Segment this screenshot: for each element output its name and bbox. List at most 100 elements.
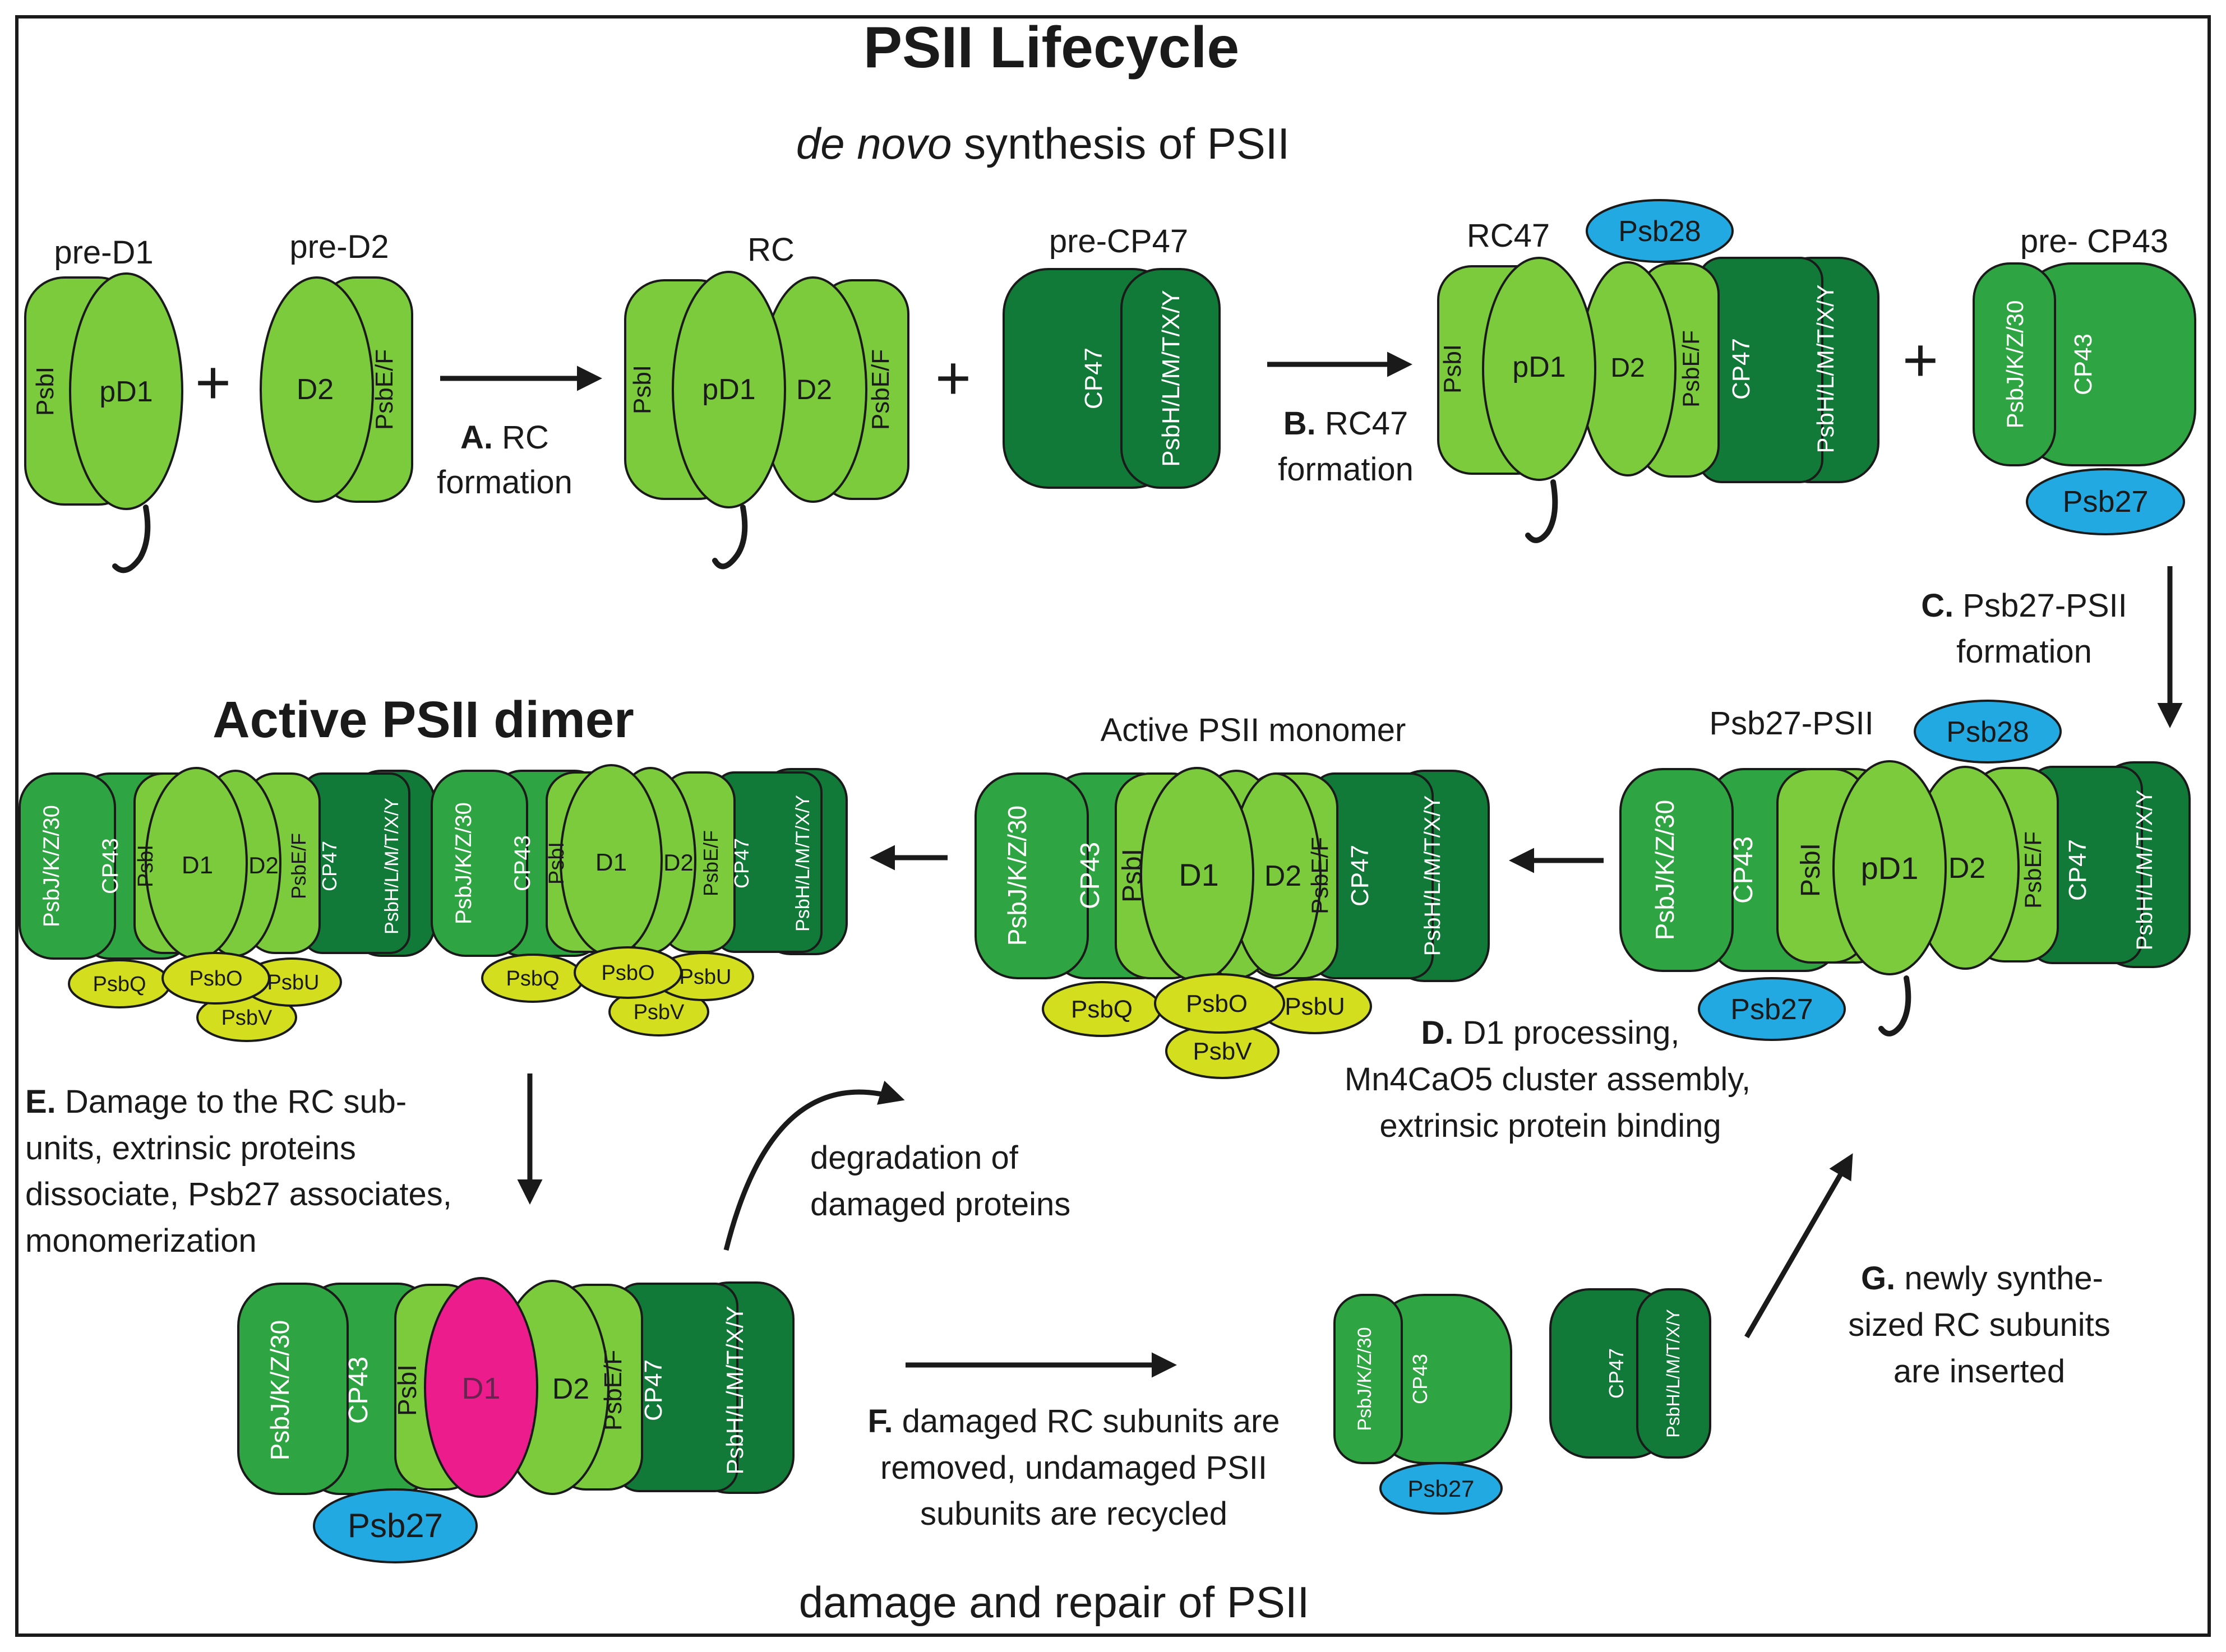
svg-text:PsbO: PsbO bbox=[1186, 990, 1248, 1017]
svg-text:D1: D1 bbox=[182, 852, 213, 879]
arrow-g bbox=[1744, 1153, 1853, 1339]
svg-text:dissociate, Psb27 associates,: dissociate, Psb27 associates, bbox=[25, 1176, 452, 1213]
svg-text:PsbV: PsbV bbox=[1193, 1038, 1252, 1065]
svg-text:CP47: CP47 bbox=[318, 841, 341, 891]
svg-text:D1: D1 bbox=[461, 1372, 500, 1405]
step-c-caption: C. Psb27-PSII formation bbox=[1921, 587, 2127, 670]
svg-text:PsbE/F: PsbE/F bbox=[2020, 831, 2046, 909]
svg-text:G. newly synthe-: G. newly synthe- bbox=[1861, 1260, 2103, 1297]
svg-text:CP43: CP43 bbox=[344, 1357, 373, 1424]
svg-text:pre-D1: pre-D1 bbox=[54, 234, 153, 271]
svg-text:Psb27-PSII: Psb27-PSII bbox=[1709, 705, 1873, 742]
svg-text:PsbE/F: PsbE/F bbox=[287, 833, 310, 899]
svg-text:PsbH/L/M/T/X/Y: PsbH/L/M/T/X/Y bbox=[1420, 795, 1445, 956]
active-psii-dimer: PsbJ/K/Z/30 CP43 PsbI D1 D2 PsbE/F CP47 … bbox=[19, 764, 848, 1042]
svg-text:pD1: pD1 bbox=[99, 376, 153, 408]
svg-text:formation: formation bbox=[1278, 451, 1414, 488]
svg-text:C. Psb27-PSII: C. Psb27-PSII bbox=[1921, 587, 2127, 624]
svg-text:Active PSII monomer: Active PSII monomer bbox=[1101, 712, 1406, 748]
svg-text:subunits are recycled: subunits are recycled bbox=[920, 1496, 1227, 1532]
svg-text:PsbE/F: PsbE/F bbox=[371, 349, 398, 430]
plus-2: + bbox=[935, 344, 971, 413]
svg-text:F. damaged RC subunits are: F. damaged RC subunits are bbox=[867, 1403, 1280, 1440]
svg-text:PsbQ: PsbQ bbox=[1071, 996, 1133, 1023]
svg-text:PsbU: PsbU bbox=[680, 965, 732, 989]
svg-text:D2: D2 bbox=[663, 849, 694, 876]
svg-text:PsbE/F: PsbE/F bbox=[699, 830, 722, 896]
svg-text:CP47: CP47 bbox=[730, 838, 753, 889]
step-d-caption: D. D1 processing, Mn4CaO5 cluster assemb… bbox=[1345, 1015, 1751, 1144]
svg-text:E. Damage to the RC sub-: E. Damage to the RC sub- bbox=[25, 1084, 407, 1120]
svg-text:PsbE/F: PsbE/F bbox=[1306, 837, 1333, 914]
svg-text:A. RC: A. RC bbox=[460, 419, 549, 456]
svg-text:PsbI: PsbI bbox=[545, 842, 569, 885]
svg-text:PsbH/L/M/T/X/Y: PsbH/L/M/T/X/Y bbox=[2132, 790, 2157, 951]
svg-text:PsbH/L/M/T/X/Y: PsbH/L/M/T/X/Y bbox=[1812, 284, 1839, 453]
pre-d2-complex: pre-D2 D2 PsbE/F bbox=[260, 229, 413, 503]
svg-text:D2: D2 bbox=[1264, 860, 1301, 892]
svg-text:damaged proteins: damaged proteins bbox=[810, 1186, 1070, 1223]
svg-text:pre-CP47: pre-CP47 bbox=[1049, 223, 1188, 260]
svg-text:pD1: pD1 bbox=[702, 373, 755, 406]
svg-text:PsbE/F: PsbE/F bbox=[599, 1350, 627, 1431]
active-dimer-title: Active PSII dimer bbox=[213, 691, 634, 748]
svg-text:degradation of: degradation of bbox=[810, 1140, 1019, 1176]
svg-text:PsbE/F: PsbE/F bbox=[867, 349, 894, 430]
svg-text:D2: D2 bbox=[796, 374, 832, 405]
svg-text:CP47: CP47 bbox=[2064, 839, 2091, 901]
degradation-caption: degradation of damaged proteins bbox=[810, 1140, 1070, 1223]
svg-text:CP47: CP47 bbox=[1728, 338, 1755, 400]
svg-text:RC47: RC47 bbox=[1467, 218, 1550, 254]
svg-text:PsbI: PsbI bbox=[1796, 843, 1826, 897]
svg-text:monomerization: monomerization bbox=[25, 1223, 257, 1259]
active-psii-monomer: Active PSII monomer PsbJ/K/Z/30 CP43 Psb… bbox=[975, 712, 1490, 1079]
pre-d1-complex: pre-D1 PsbI pD1 bbox=[24, 234, 183, 573]
svg-text:pre- CP43: pre- CP43 bbox=[2020, 223, 2168, 260]
svg-text:PsbJ/K/Z/30: PsbJ/K/Z/30 bbox=[1003, 806, 1032, 946]
svg-text:CP43: CP43 bbox=[1075, 842, 1105, 909]
svg-text:PsbQ: PsbQ bbox=[93, 973, 146, 996]
svg-text:CP43: CP43 bbox=[1729, 836, 1758, 904]
rc-complex: RC PsbI pD1 D2 PsbE/F bbox=[624, 232, 909, 570]
svg-text:PsbH/L/M/T/X/Y: PsbH/L/M/T/X/Y bbox=[722, 1306, 748, 1474]
svg-text:CP43: CP43 bbox=[2070, 334, 2097, 395]
recycled-cp47-module: CP47 PsbH/L/M/T/X/Y bbox=[1549, 1288, 1711, 1459]
svg-text:PsbH/L/M/T/X/Y: PsbH/L/M/T/X/Y bbox=[1157, 290, 1185, 466]
svg-text:RC: RC bbox=[747, 232, 795, 268]
svg-text:CP43: CP43 bbox=[98, 838, 123, 894]
svg-text:formation: formation bbox=[1956, 633, 2092, 670]
svg-text:D. D1 processing,: D. D1 processing, bbox=[1421, 1015, 1680, 1051]
svg-text:pD1: pD1 bbox=[1512, 351, 1565, 383]
svg-text:formation: formation bbox=[437, 464, 572, 501]
step-b-caption: B. RC47 formation bbox=[1278, 405, 1414, 488]
svg-text:Psb27: Psb27 bbox=[348, 1507, 443, 1544]
plus-3: + bbox=[1902, 326, 1938, 395]
damaged-psii-monomer: PsbJ/K/Z/30 CP43 PsbI D1 D2 PsbE/F CP47 … bbox=[237, 1277, 795, 1563]
svg-text:CP43: CP43 bbox=[510, 835, 535, 891]
svg-text:Psb28: Psb28 bbox=[1946, 716, 2029, 748]
svg-text:Mn4CaO5 cluster assembly,: Mn4CaO5 cluster assembly, bbox=[1345, 1061, 1751, 1098]
svg-text:PsbV: PsbV bbox=[634, 1001, 685, 1024]
psb27-psii-complex: Psb27-PSII PsbJ/K/Z/30 CP43 PsbI pD1 D2 … bbox=[1619, 700, 2191, 1041]
recycled-cp43-module: PsbJ/K/Z/30 CP43 Psb27 bbox=[1333, 1294, 1512, 1515]
svg-text:PsbU: PsbU bbox=[267, 971, 320, 994]
svg-text:D2: D2 bbox=[297, 373, 334, 406]
svg-text:PsbH/L/M/T/X/Y: PsbH/L/M/T/X/Y bbox=[381, 798, 403, 934]
plus-1: + bbox=[195, 348, 231, 417]
svg-text:Psb27: Psb27 bbox=[1730, 993, 1813, 1026]
svg-text:pre-D2: pre-D2 bbox=[289, 229, 389, 265]
pre-cp43-complex: pre- CP43 PsbJ/K/Z/30 CP43 Psb27 bbox=[1973, 223, 2196, 535]
svg-text:pD1: pD1 bbox=[1861, 850, 1919, 886]
svg-text:B. RC47: B. RC47 bbox=[1283, 405, 1408, 442]
svg-text:removed, undamaged PSII: removed, undamaged PSII bbox=[880, 1450, 1267, 1486]
step-a-caption: A. RC formation bbox=[437, 419, 572, 501]
svg-text:PsbJ/K/Z/30: PsbJ/K/Z/30 bbox=[39, 805, 64, 927]
svg-text:CP47: CP47 bbox=[1346, 845, 1374, 906]
svg-text:PsbI: PsbI bbox=[1439, 344, 1466, 394]
svg-text:D2: D2 bbox=[1948, 852, 1985, 885]
svg-text:PsbH/L/M/T/X/Y: PsbH/L/M/T/X/Y bbox=[792, 795, 814, 932]
svg-text:PsbH/L/M/T/X/Y: PsbH/L/M/T/X/Y bbox=[1663, 1309, 1683, 1437]
page-title: PSII Lifecycle bbox=[863, 15, 1240, 80]
svg-text:PsbV: PsbV bbox=[221, 1006, 273, 1030]
